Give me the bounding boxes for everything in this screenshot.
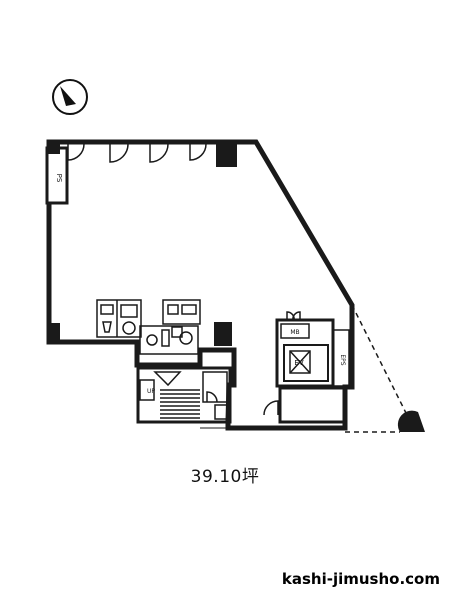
elevator-core bbox=[263, 311, 350, 424]
eps-label: EPS bbox=[339, 354, 346, 365]
column-top-right bbox=[216, 144, 237, 167]
column-top-left bbox=[48, 144, 60, 154]
column-middle bbox=[214, 322, 232, 346]
site-credit: kashi-jimusho.com bbox=[281, 570, 440, 588]
column-bottom-left bbox=[49, 323, 60, 341]
stair-label: UP bbox=[147, 388, 155, 395]
mb-label: MB bbox=[290, 329, 299, 336]
stair-core bbox=[136, 366, 232, 429]
floor-area-label: 39.10坪 bbox=[190, 467, 260, 487]
top-window-swings bbox=[60, 143, 214, 163]
ps-label: PS bbox=[55, 174, 63, 183]
corner-marker-icon bbox=[397, 410, 425, 432]
ev-label: EV bbox=[294, 359, 303, 367]
restroom-block bbox=[96, 299, 201, 355]
compass-icon bbox=[52, 79, 88, 115]
site-boundary bbox=[345, 304, 413, 433]
